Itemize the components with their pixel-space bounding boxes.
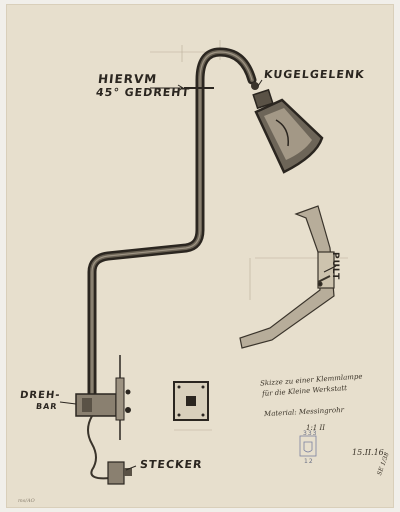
- label-rotation-line1: HIERVM: [97, 72, 158, 86]
- label-plug: STECKER: [139, 458, 204, 471]
- stamp-top-number: 333: [303, 430, 318, 437]
- lamp-shade: [251, 82, 324, 174]
- collection-stamp: [299, 435, 317, 457]
- label-rotation-line2: 45° GEDREHT: [95, 86, 191, 99]
- label-ball-joint: KUGELGELENK: [263, 68, 366, 81]
- clamp-hardware: [75, 355, 132, 485]
- desk-sketch: [239, 205, 335, 349]
- label-desk: PULT: [330, 252, 340, 281]
- lamp-arm: [87, 47, 257, 400]
- note-scale: 1:1 II: [306, 424, 326, 432]
- label-rotatable-line1: DREH-: [19, 390, 61, 401]
- date-note: 15.II.16.: [352, 448, 387, 457]
- socket-plate: [173, 381, 209, 421]
- stamp-number: 12: [304, 458, 314, 465]
- annotation-arrows: [59, 79, 337, 471]
- label-rotatable-line2: BAR: [35, 402, 58, 411]
- bottom-left-mark: ms/AO: [18, 498, 35, 504]
